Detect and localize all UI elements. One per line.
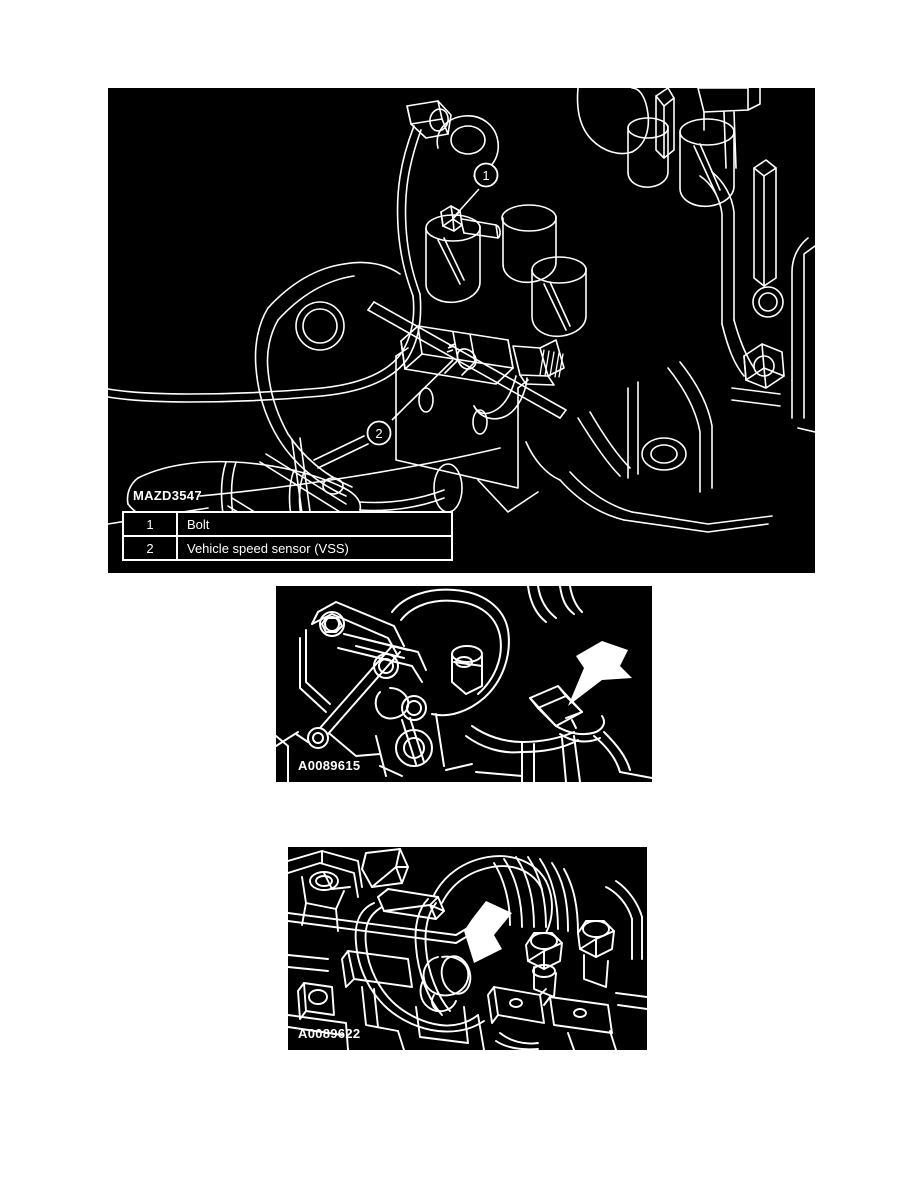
arrow-pointer-icon <box>568 641 632 706</box>
figure-3-id-label: A0089622 <box>298 1026 361 1041</box>
table-row: 1 Bolt <box>122 511 453 537</box>
legend-item-description: Vehicle speed sensor (VSS) <box>176 535 453 561</box>
legend-item-number: 2 <box>122 535 178 561</box>
figure-panel-3: A0089622 <box>288 847 647 1050</box>
callout-2-group: 2 <box>366 343 456 446</box>
figure-2-linework <box>276 586 652 782</box>
figure-1-linework: 1 2 <box>108 88 815 549</box>
figure-panel-1: 1 2 MAZD3547 <box>108 88 815 573</box>
callout-1-group: 1 <box>452 162 499 219</box>
parts-legend-table: 1 Bolt 2 Vehicle speed sensor (VSS) <box>122 511 453 561</box>
table-row: 2 Vehicle speed sensor (VSS) <box>122 535 453 561</box>
figure-2-id-label: A0089615 <box>298 758 361 773</box>
svg-text:1: 1 <box>482 168 489 183</box>
legend-item-number: 1 <box>122 511 178 537</box>
figure-3-linework <box>288 848 647 1050</box>
figure-panel-2: A0089615 <box>276 586 652 782</box>
svg-text:2: 2 <box>375 426 382 441</box>
arrow-pointer-icon <box>464 901 512 963</box>
legend-item-description: Bolt <box>176 511 453 537</box>
figure-1-id-label: MAZD3547 <box>133 488 202 503</box>
